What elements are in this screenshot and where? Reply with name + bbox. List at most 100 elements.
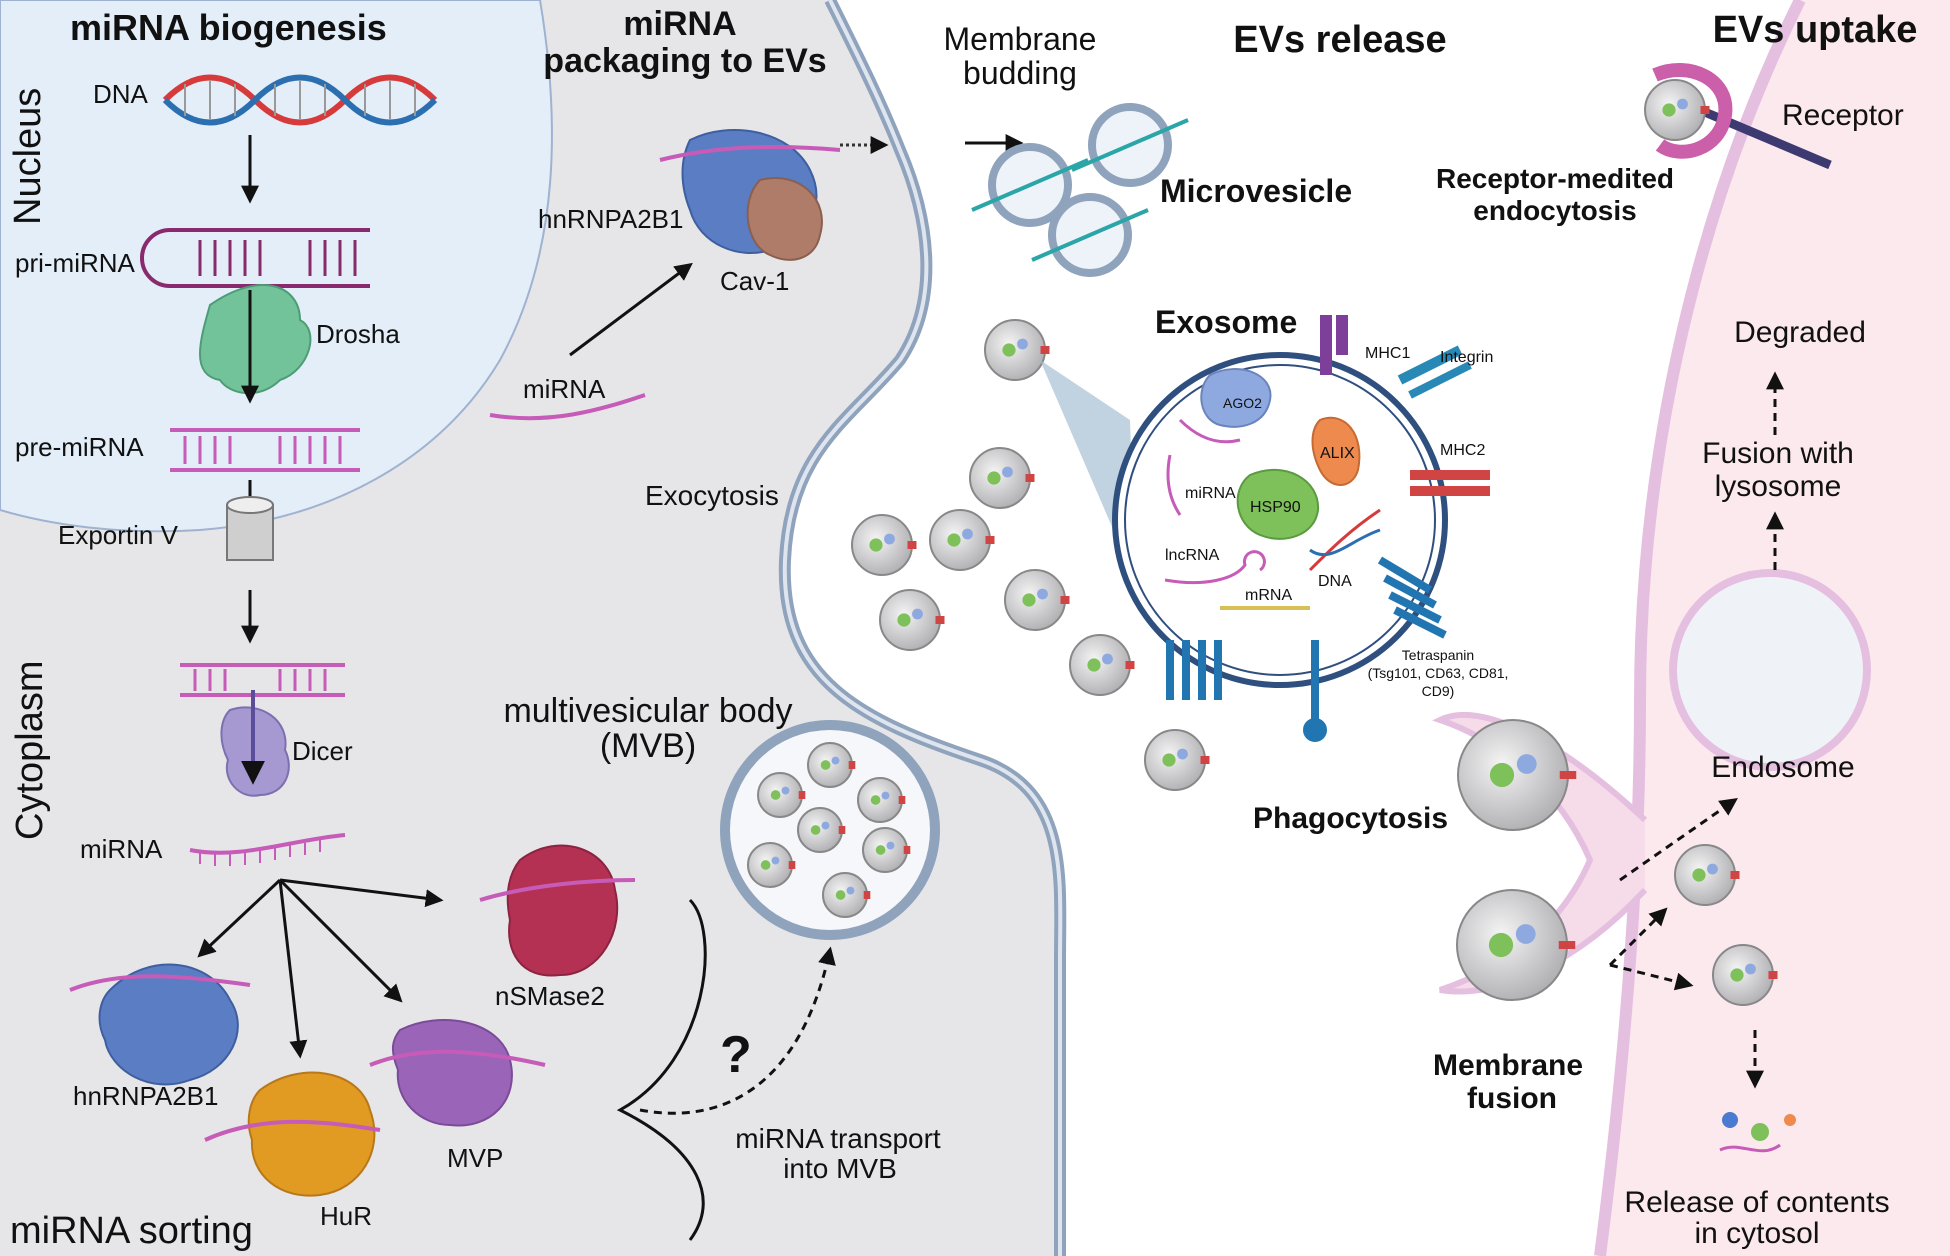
dna-helix [162, 74, 438, 126]
exosome-vesicle [879, 589, 945, 651]
hsp90-protein [1236, 469, 1320, 540]
label-ago2: AGO2 [1223, 395, 1262, 411]
label-mhc1: MHC1 [1365, 345, 1410, 362]
labels: miRNA biogenesis miRNA packaging to EVs … [7, 5, 1917, 1252]
title-biogenesis: miRNA biogenesis [70, 7, 387, 48]
label-exosome: Exosome [1155, 304, 1297, 340]
label-alix: ALIX [1320, 445, 1355, 462]
label-drosha: Drosha [316, 319, 400, 349]
released-contents [1719, 1112, 1796, 1153]
mvb-vesicle [822, 872, 871, 918]
exosome-vesicle [984, 319, 1050, 381]
exosome-vesicle [851, 514, 917, 576]
microvesicles [971, 103, 1189, 277]
tetraspanin-marker-2 [1166, 640, 1222, 700]
label-mirna-packaging: miRNA [523, 374, 606, 404]
label-transport-1: miRNA transport [735, 1123, 941, 1154]
hnrnpa2b1-protein-sorting [98, 963, 239, 1086]
label-fusion-lyso-1: Fusion with [1702, 437, 1854, 470]
label-receptor: Receptor [1782, 99, 1904, 132]
mature-mirna [189, 833, 346, 866]
label-rme-1: Receptor-medited [1436, 163, 1674, 194]
release-group [851, 103, 1490, 791]
label-question: ? [720, 1026, 752, 1084]
packaging-group [489, 129, 940, 1115]
title-uptake: EVs uptake [1713, 9, 1918, 51]
ago2-protein [1200, 368, 1272, 428]
label-exosome-dna: DNA [1318, 573, 1352, 590]
label-budding-2: budding [963, 55, 1077, 91]
label-mirna-cyto: miRNA [80, 834, 163, 864]
mvb-vesicle [747, 842, 796, 888]
exportin-channel [226, 496, 274, 561]
label-nucleus: Nucleus [7, 88, 49, 225]
label-hnrnp-sorting: hnRNPA2B1 [73, 1081, 219, 1111]
label-hur: HuR [320, 1201, 372, 1231]
title-packaging-2: packaging to EVs [543, 42, 826, 80]
exosome-vesicle [1069, 634, 1135, 696]
mvb-vesicle [807, 742, 856, 788]
label-hnrnp-packaging: hnRNPA2B1 [538, 204, 684, 234]
label-transport-2: into MVB [783, 1153, 897, 1184]
label-dna: DNA [93, 79, 149, 109]
mvb-vesicles [747, 742, 911, 918]
receptor [1652, 63, 1832, 170]
label-endosome: Endosome [1711, 751, 1854, 784]
label-rme-2: endocytosis [1473, 195, 1636, 226]
nsmase2-protein [506, 844, 619, 977]
label-exportin: Exportin V [58, 520, 179, 550]
exosome-mirna-2 [1166, 454, 1182, 516]
uptake-vesicle [1674, 844, 1740, 906]
label-sorting: miRNA sorting [10, 1210, 253, 1252]
phagocytosed-vesicle [1457, 719, 1577, 831]
alix-protein [1311, 417, 1361, 486]
exosome-vesicle [1144, 729, 1210, 791]
title-packaging-1: miRNA [623, 5, 736, 43]
label-mrna: mRNA [1245, 587, 1292, 604]
pre-mirna-cytoplasm [180, 663, 345, 697]
microvesicle [1031, 193, 1149, 277]
label-hsp90: HSP90 [1250, 499, 1301, 516]
sorting-bracket [616, 898, 707, 1241]
label-exocytosis: Exocytosis [645, 480, 779, 511]
label-microvesicle: Microvesicle [1160, 173, 1352, 209]
label-mvb-1: multivesicular body [503, 692, 792, 730]
label-release-1: Release of contents [1624, 1186, 1889, 1219]
lncrna [1164, 550, 1266, 584]
exosome-vesicle [969, 447, 1035, 509]
label-tetraspanin-1: Tetraspanin [1402, 647, 1474, 663]
microvesicle [971, 143, 1089, 227]
label-release-2: in cytosol [1694, 1217, 1819, 1250]
tetraspanin-marker-3 [1303, 640, 1327, 742]
label-tetraspanin-3: CD9) [1422, 683, 1455, 699]
title-release: EVs release [1233, 19, 1446, 61]
label-mhc2: MHC2 [1440, 442, 1485, 459]
exosome-mirna-1 [1178, 418, 1241, 444]
label-fusion-lyso-2: lysosome [1715, 470, 1842, 503]
label-membrane-fusion-2: fusion [1467, 1082, 1557, 1115]
mvb-vesicle [862, 827, 911, 873]
mvb-vesicle [797, 807, 846, 853]
label-exosome-mirna: miRNA [1185, 485, 1236, 502]
label-cytoplasm: Cytoplasm [9, 661, 51, 841]
cav1-protein [746, 177, 823, 261]
drosha-protein [199, 284, 312, 395]
label-phagocytosis: Phagocytosis [1253, 802, 1448, 835]
hur-protein [247, 1071, 376, 1197]
label-integrin: Integrin [1440, 349, 1493, 366]
label-mvb-2: (MVB) [600, 727, 696, 765]
label-lncrna: lncRNA [1165, 547, 1220, 564]
label-pre-mirna: pre-miRNA [15, 432, 144, 462]
integrin-marker [1397, 345, 1472, 399]
label-budding-1: Membrane [944, 21, 1097, 57]
zoom-wedge [1040, 360, 1135, 580]
mvb-vesicle [757, 772, 806, 818]
pri-mirna-hairpin [140, 228, 370, 288]
dicer-protein [220, 706, 290, 797]
uptake-vesicle [1644, 79, 1710, 141]
label-tetraspanin-2: (Tsg101, CD63, CD81, [1368, 665, 1509, 681]
label-cav1: Cav-1 [720, 266, 789, 296]
mvb-transport-arrow [639, 946, 836, 1115]
